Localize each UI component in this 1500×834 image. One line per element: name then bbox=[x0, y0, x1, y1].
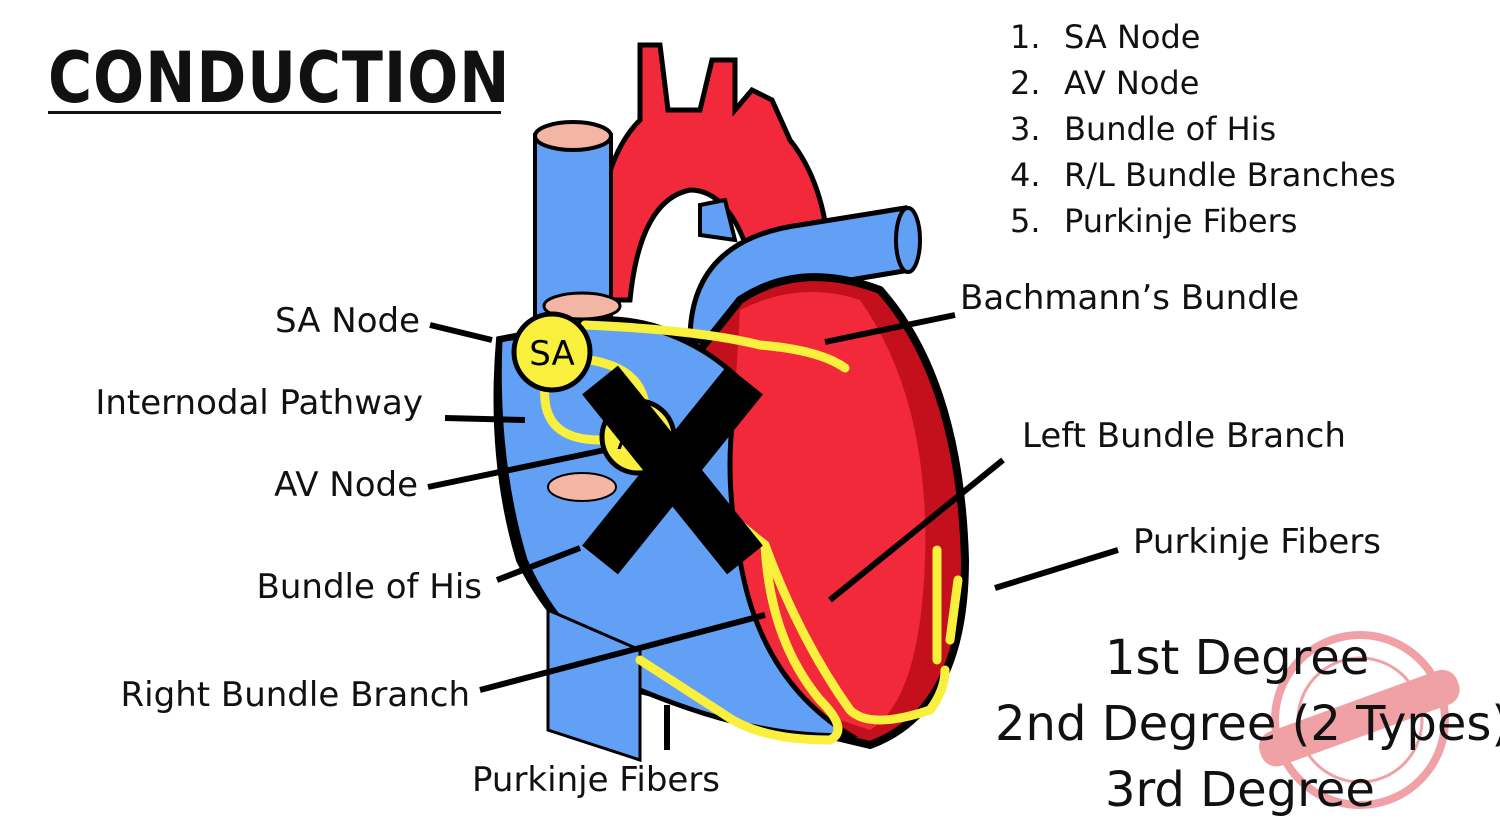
label-right-bundle-branch: Right Bundle Branch bbox=[120, 675, 470, 715]
conduction-pathways bbox=[540, 320, 963, 745]
sa-node: SA bbox=[511, 311, 593, 393]
inferior-vena-cava bbox=[546, 607, 642, 763]
list-number: 5. bbox=[1010, 202, 1041, 240]
protected-image-watermark bbox=[1258, 631, 1460, 809]
list-label: AV Node bbox=[1064, 64, 1200, 102]
list-item: 5. Purkinje Fibers bbox=[1010, 201, 1297, 241]
list-item: 4. R/L Bundle Branches bbox=[1010, 155, 1396, 195]
label-left-bundle-branch: Left Bundle Branch bbox=[1022, 416, 1346, 456]
label-purkinje-fibers-right: Purkinje Fibers bbox=[1133, 522, 1382, 562]
list-number: 3. bbox=[1010, 110, 1041, 148]
list-number: 2. bbox=[1010, 64, 1041, 102]
degree-1st: 1st Degree bbox=[1105, 630, 1370, 686]
x-mark-icon bbox=[582, 365, 763, 575]
list-item: 3. Bundle of His bbox=[1010, 109, 1276, 149]
leader-lines bbox=[427, 312, 1119, 750]
list-label: Bundle of His bbox=[1064, 110, 1277, 148]
list-label: SA Node bbox=[1064, 18, 1201, 56]
label-bundle-of-his: Bundle of His bbox=[256, 567, 482, 607]
page-title: CONDUCTION bbox=[48, 37, 511, 119]
label-sa-node: SA Node bbox=[274, 301, 420, 341]
list-number: 4. bbox=[1010, 156, 1041, 194]
degree-3rd: 3rd Degree bbox=[1105, 762, 1375, 818]
label-av-node: AV Node bbox=[274, 465, 418, 505]
list-item: 2. AV Node bbox=[1010, 63, 1199, 103]
list-item: 1. SA Node bbox=[1010, 17, 1200, 57]
list-number: 1. bbox=[1010, 18, 1041, 56]
list-label: R/L Bundle Branches bbox=[1064, 156, 1396, 194]
list-label: Purkinje Fibers bbox=[1064, 202, 1298, 240]
degree-2nd: 2nd Degree (2 Types) bbox=[995, 696, 1500, 752]
label-bachmanns-bundle: Bachmann’s Bundle bbox=[960, 278, 1300, 318]
label-purkinje-fibers-bottom: Purkinje Fibers bbox=[472, 760, 721, 800]
title-underline bbox=[48, 111, 501, 114]
label-internodal-pathway: Internodal Pathway bbox=[95, 383, 423, 423]
svg-text:SA: SA bbox=[529, 334, 574, 374]
